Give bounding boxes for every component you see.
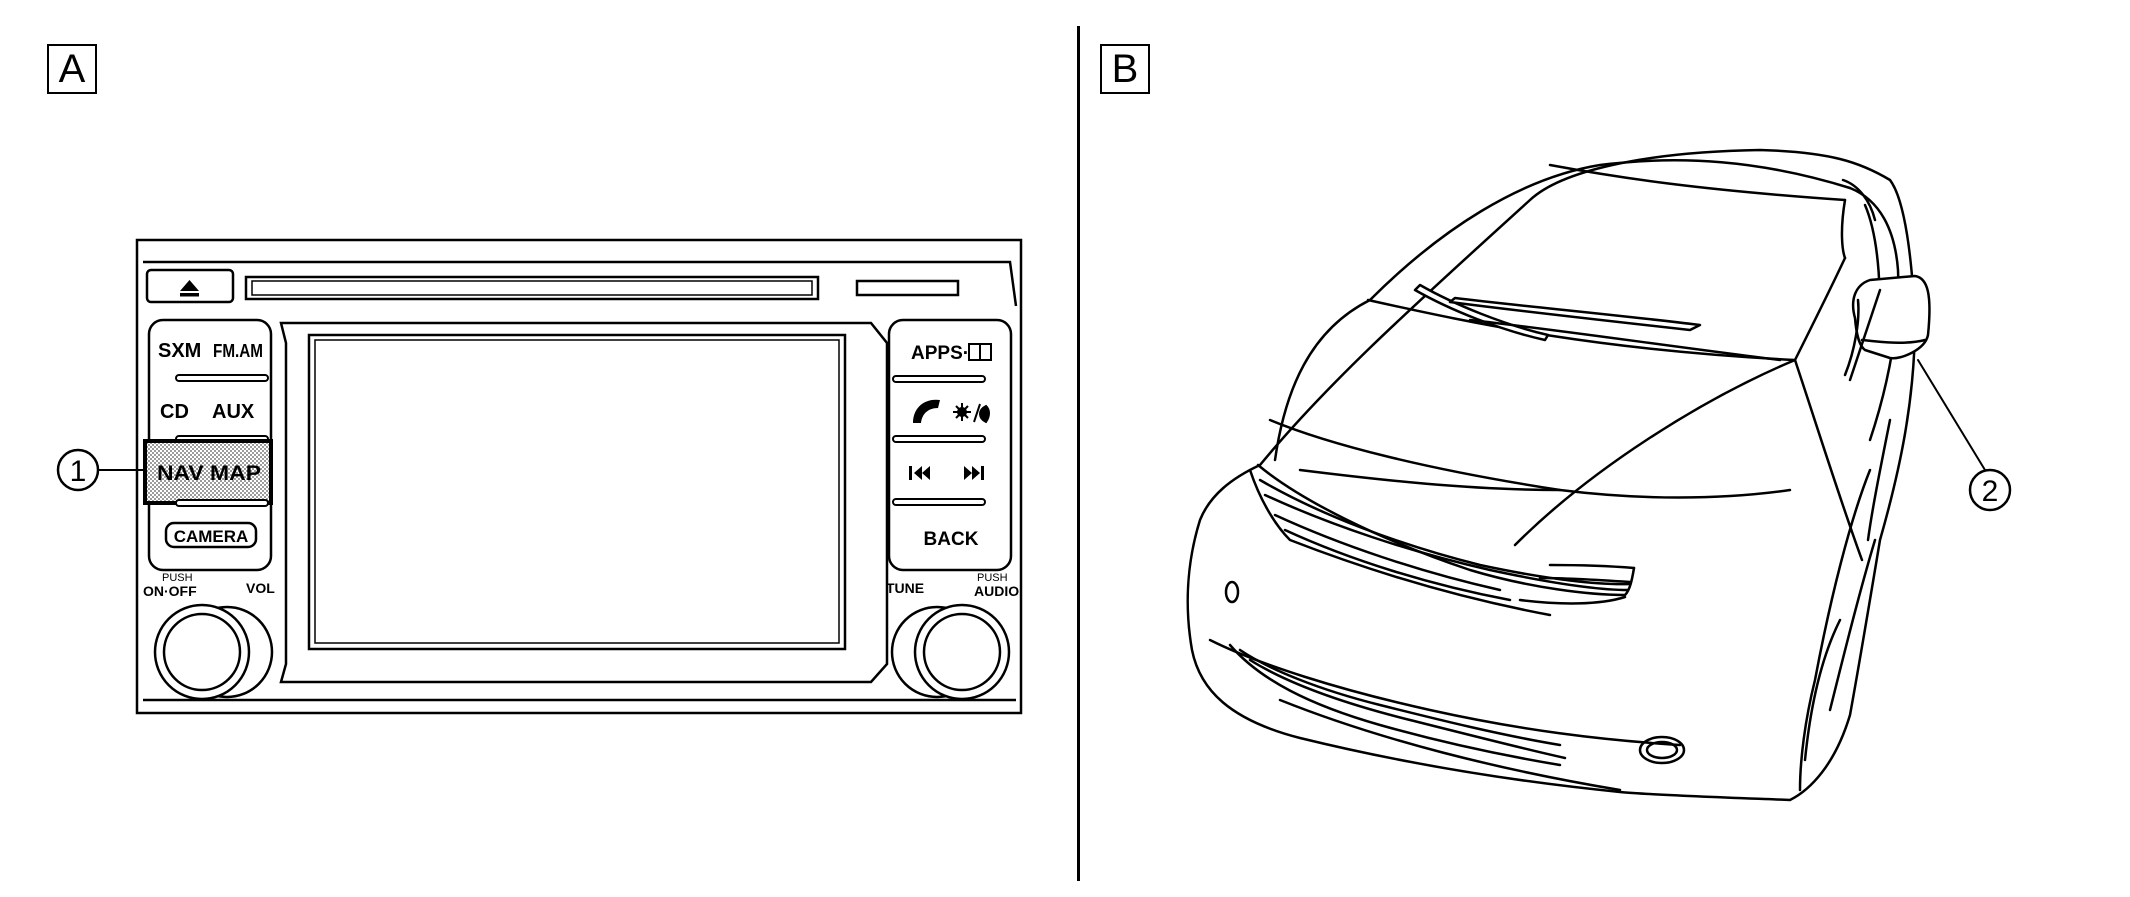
book-icon [968,343,992,361]
push-label-left: PUSH [162,572,193,584]
head-unit-bezel [135,238,1023,715]
sxm-label: SXM [158,340,201,362]
panel-label-b: B [1100,44,1150,94]
callout-2: 2 [1968,468,2012,512]
cd-slot [244,275,820,301]
panel-divider [1077,26,1080,881]
aux-label: AUX [212,401,255,423]
fog-lamp [1638,735,1686,765]
car-front-view [1186,148,1917,802]
vehicle-diagram: 2 [1186,148,2012,802]
sxm-fm-am-button[interactable]: SXM FM.AM [158,340,269,382]
eject-icon [180,280,199,297]
back-button[interactable]: BACK [924,529,979,550]
volume-knob[interactable] [153,603,274,701]
seek-buttons[interactable] [892,466,986,506]
camera-button[interactable]: CAMERA [164,521,258,549]
nav-map-button[interactable]: NAV MAP [143,439,273,507]
eject-button[interactable] [145,268,235,304]
panel-label-a: A [47,44,97,94]
cd-label: CD [160,401,189,423]
callout-2-number: 2 [1982,475,1999,508]
fm-am-label: FM.AM [213,341,263,361]
tune-label: TUNE [886,580,924,596]
audio-label: AUDIO [974,583,1019,599]
vol-label: VOL [246,580,275,596]
nav-map-label: NAV MAP [157,462,261,485]
callout-1-number: 1 [70,455,87,488]
next-track-icon [964,466,984,480]
display-screen [279,321,889,684]
tune-audio-knob[interactable] [890,603,1011,701]
card-slot [855,279,960,297]
right-button-cluster [887,318,1013,572]
callout-1: 1 [56,448,100,492]
phone-brightness-button[interactable] [892,399,990,443]
head-unit-diagram: SXM FM.AM CD AUX NAV MAP CAMERA PUSH ON·… [56,238,1023,715]
previous-track-icon [909,466,930,480]
on-off-label: ON·OFF [143,583,197,599]
apps-button[interactable]: APPS· [892,343,992,383]
push-label-right: PUSH [977,572,1008,584]
camera-label: CAMERA [174,527,249,546]
apps-label: APPS· [911,343,969,364]
grille [1248,463,1636,617]
callout-2-leader [1917,359,1986,471]
cd-aux-button[interactable]: CD AUX [160,401,269,443]
side-mirror [1843,274,1931,382]
phone-icon [913,399,940,423]
brightness-icon [953,403,990,424]
